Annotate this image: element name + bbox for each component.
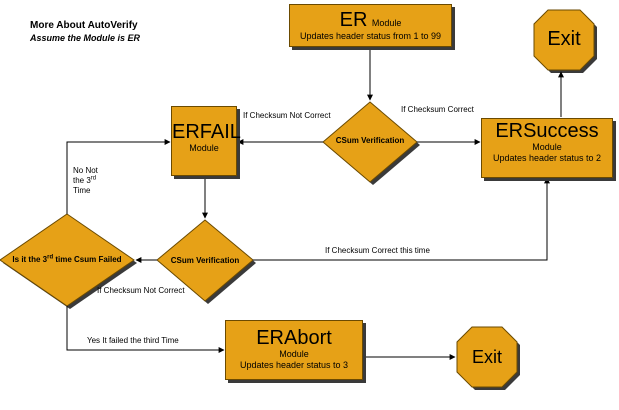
edge-label-correct-this-time: If Checksum Correct this time [325, 246, 430, 255]
third-time-question-label: Is it the 3rd time Csum Failed [12, 254, 122, 264]
ersuccess-module-type: Module [532, 142, 562, 152]
erabort-module-name: ERAbort [256, 327, 332, 349]
ersuccess-module-name: ERSuccess [495, 120, 599, 142]
erabort-module-type: Module [279, 349, 309, 359]
csum-verification-diamond-2-shape [156, 219, 256, 304]
edge-label-yes-third: Yes It failed the third Time [87, 336, 179, 345]
edge-third-to-erfail [66, 139, 171, 214]
erfail-module-type: Module [189, 143, 219, 153]
er-module-name: ER [339, 9, 368, 31]
exit-bottom-label[interactable]: Exit [471, 347, 502, 367]
exit-octagon-top-shape [533, 9, 597, 73]
ersuccess-module-desc: Updates header status to 2 [492, 153, 602, 163]
csum-verification-1-label: CSum Verification [335, 136, 405, 145]
csum-verification-diamond-1-shape [322, 101, 420, 185]
exit-octagon-bottom-shape [456, 326, 520, 390]
edge-label-correct-top: If Checksum Correct [401, 105, 474, 114]
edge-label-not-correct-top: If Checksum Not Correct [243, 111, 331, 120]
edge-label-no-not-3rd: No Not the 3rd Time [73, 166, 98, 195]
er-module-box[interactable]: ER Module Updates header status from 1 t… [289, 4, 452, 47]
edge-label-not-correct-bottom: If Checksum Not Correct [97, 286, 185, 295]
erfail-module-box[interactable]: ERFAIL Module [171, 106, 241, 176]
ersuccess-module-box[interactable]: ERSuccess Module Updates header status t… [481, 118, 613, 178]
er-module-desc: Updates header status from 1 to 99 [299, 31, 442, 41]
page-title: More About AutoVerify [30, 20, 138, 31]
erfail-module-name: ERFAIL [172, 121, 241, 143]
edge-third-to-erabort [66, 306, 225, 353]
erabort-module-box[interactable]: ERAbort Module Updates header status to … [225, 320, 363, 380]
er-module-type: Module [371, 18, 402, 28]
csum-verification-2-label: CSum Verification [170, 256, 240, 265]
erabort-module-desc: Updates header status to 3 [239, 360, 349, 370]
exit-top-label[interactable]: Exit [547, 28, 581, 50]
edge-csum2-to-ersuccess [253, 177, 550, 261]
page-subtitle: Assume the Module is ER [30, 33, 141, 43]
